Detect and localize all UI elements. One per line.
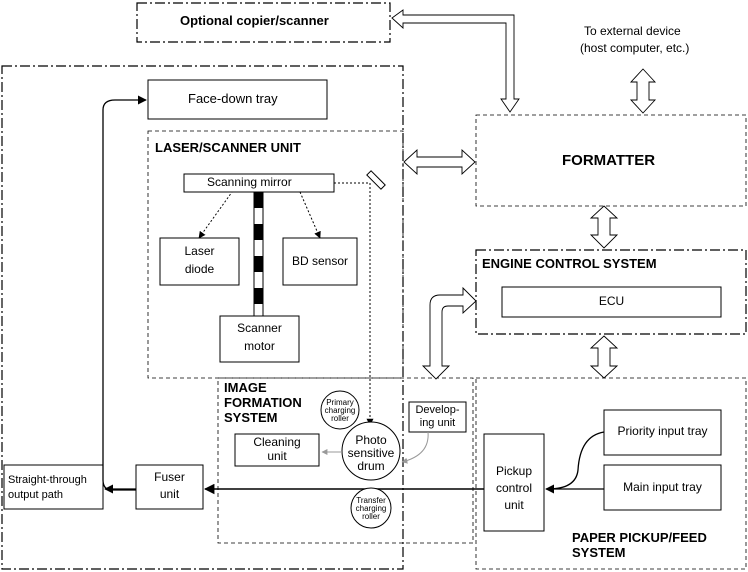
engine-control-region [475,249,747,335]
drum-label-3: drum [357,459,385,473]
formatter-engine-connector [589,205,619,249]
laser-diode-box [159,237,240,286]
developing-unit-label-2: ing unit [419,417,456,429]
scanning-mirror-label: Scanning mirror [207,175,292,189]
straight-through-label-1: Straight-through [8,474,87,486]
image-formation-region [217,377,474,544]
paper-pickup-label-2: SYSTEM [572,545,626,560]
pickup-control-box [483,433,545,532]
fuser-unit-box [135,464,204,510]
transfer-roller-label-1: Transfer [356,496,386,505]
bd-sensor-label: BD sensor [291,254,349,268]
scanner-motor-label-2: motor [244,339,275,353]
priority-input-tray-box [603,409,722,456]
ecu-box [501,286,722,318]
straight-through-label-2: output path [8,489,64,501]
paper-path-priority [547,431,605,490]
cleaning-unit-label-2: unit [267,449,287,463]
developing-unit-box [408,401,467,433]
scanner-motor-box [219,315,300,363]
image-formation-label-3: SYSTEM [224,410,278,425]
main-input-tray-box [603,464,722,511]
photosensitive-drum [341,421,401,481]
cleaning-unit-box [234,433,320,467]
laser-path-diode [198,191,233,239]
straight-through-box [3,464,104,510]
paper-pickup-region [475,377,747,570]
fuser-unit-label-2: unit [159,487,180,501]
laser-path-bd [299,191,321,239]
formatter-region [475,114,747,207]
main-input-tray-label: Main input tray [623,480,702,494]
optional-copier-label: Optional copier/scanner [180,13,329,28]
primary-charging-roller [320,390,360,430]
transfer-roller-label-3: roller [362,512,380,521]
developing-to-drum-arrow [401,431,429,464]
pickup-control-label-3: unit [504,498,524,512]
primary-charging-label-1: Primary [326,398,354,407]
transfer-roller-label-2: charging [355,504,387,513]
copier-formatter-connector [391,9,520,113]
pickup-control-label-2: control [495,481,533,495]
fold-mirror [366,170,386,190]
priority-input-tray-label: Priority input tray [617,424,708,438]
fuser-unit-label-1: Fuser [154,470,185,484]
drum-label-2: sensitive [347,446,395,460]
to-external-label-1: To external device [584,24,681,38]
bd-sensor-box [282,237,358,286]
ecu-label: ECU [598,294,625,308]
cleaning-unit-label-1: Cleaning [253,435,301,449]
engine-control-label: ENGINE CONTROL SYSTEM [482,256,657,271]
optional-copier-box [136,2,391,43]
paper-pickup-label-1: PAPER PICKUP/FEED [572,530,707,545]
scanner-shaft [253,191,264,317]
face-down-tray-box [147,79,328,120]
laser-formatter-connector [403,148,476,176]
scanner-motor-label-1: Scanner [237,321,282,335]
transfer-charging-roller [350,487,392,529]
to-external-label-2: (host computer, etc.) [580,41,690,55]
developing-unit-label-1: Develop- [415,404,460,416]
laser-diode-label-1: Laser [184,244,215,258]
engine-image-connector [421,286,477,380]
primary-charging-label-2: charging [324,406,356,415]
laser-scanner-region [147,130,404,379]
laser-scanner-unit-label: LASER/SCANNER UNIT [155,140,301,155]
primary-charging-label-3: roller [331,414,349,423]
formatter-label: FORMATTER [562,152,656,169]
external-formatter-connector [629,68,657,114]
laser-diode-label-2: diode [184,262,215,276]
face-down-tray-label: Face-down tray [188,91,278,106]
pickup-control-label-1: Pickup [495,464,533,478]
image-formation-label-2: FORMATION [224,395,302,410]
drum-label-1: Photo [355,433,387,447]
laser-path-drum [334,182,374,426]
paper-path-face-down [102,95,147,491]
engine-paper-connector [589,335,619,379]
image-formation-label-1: IMAGE [224,380,267,395]
